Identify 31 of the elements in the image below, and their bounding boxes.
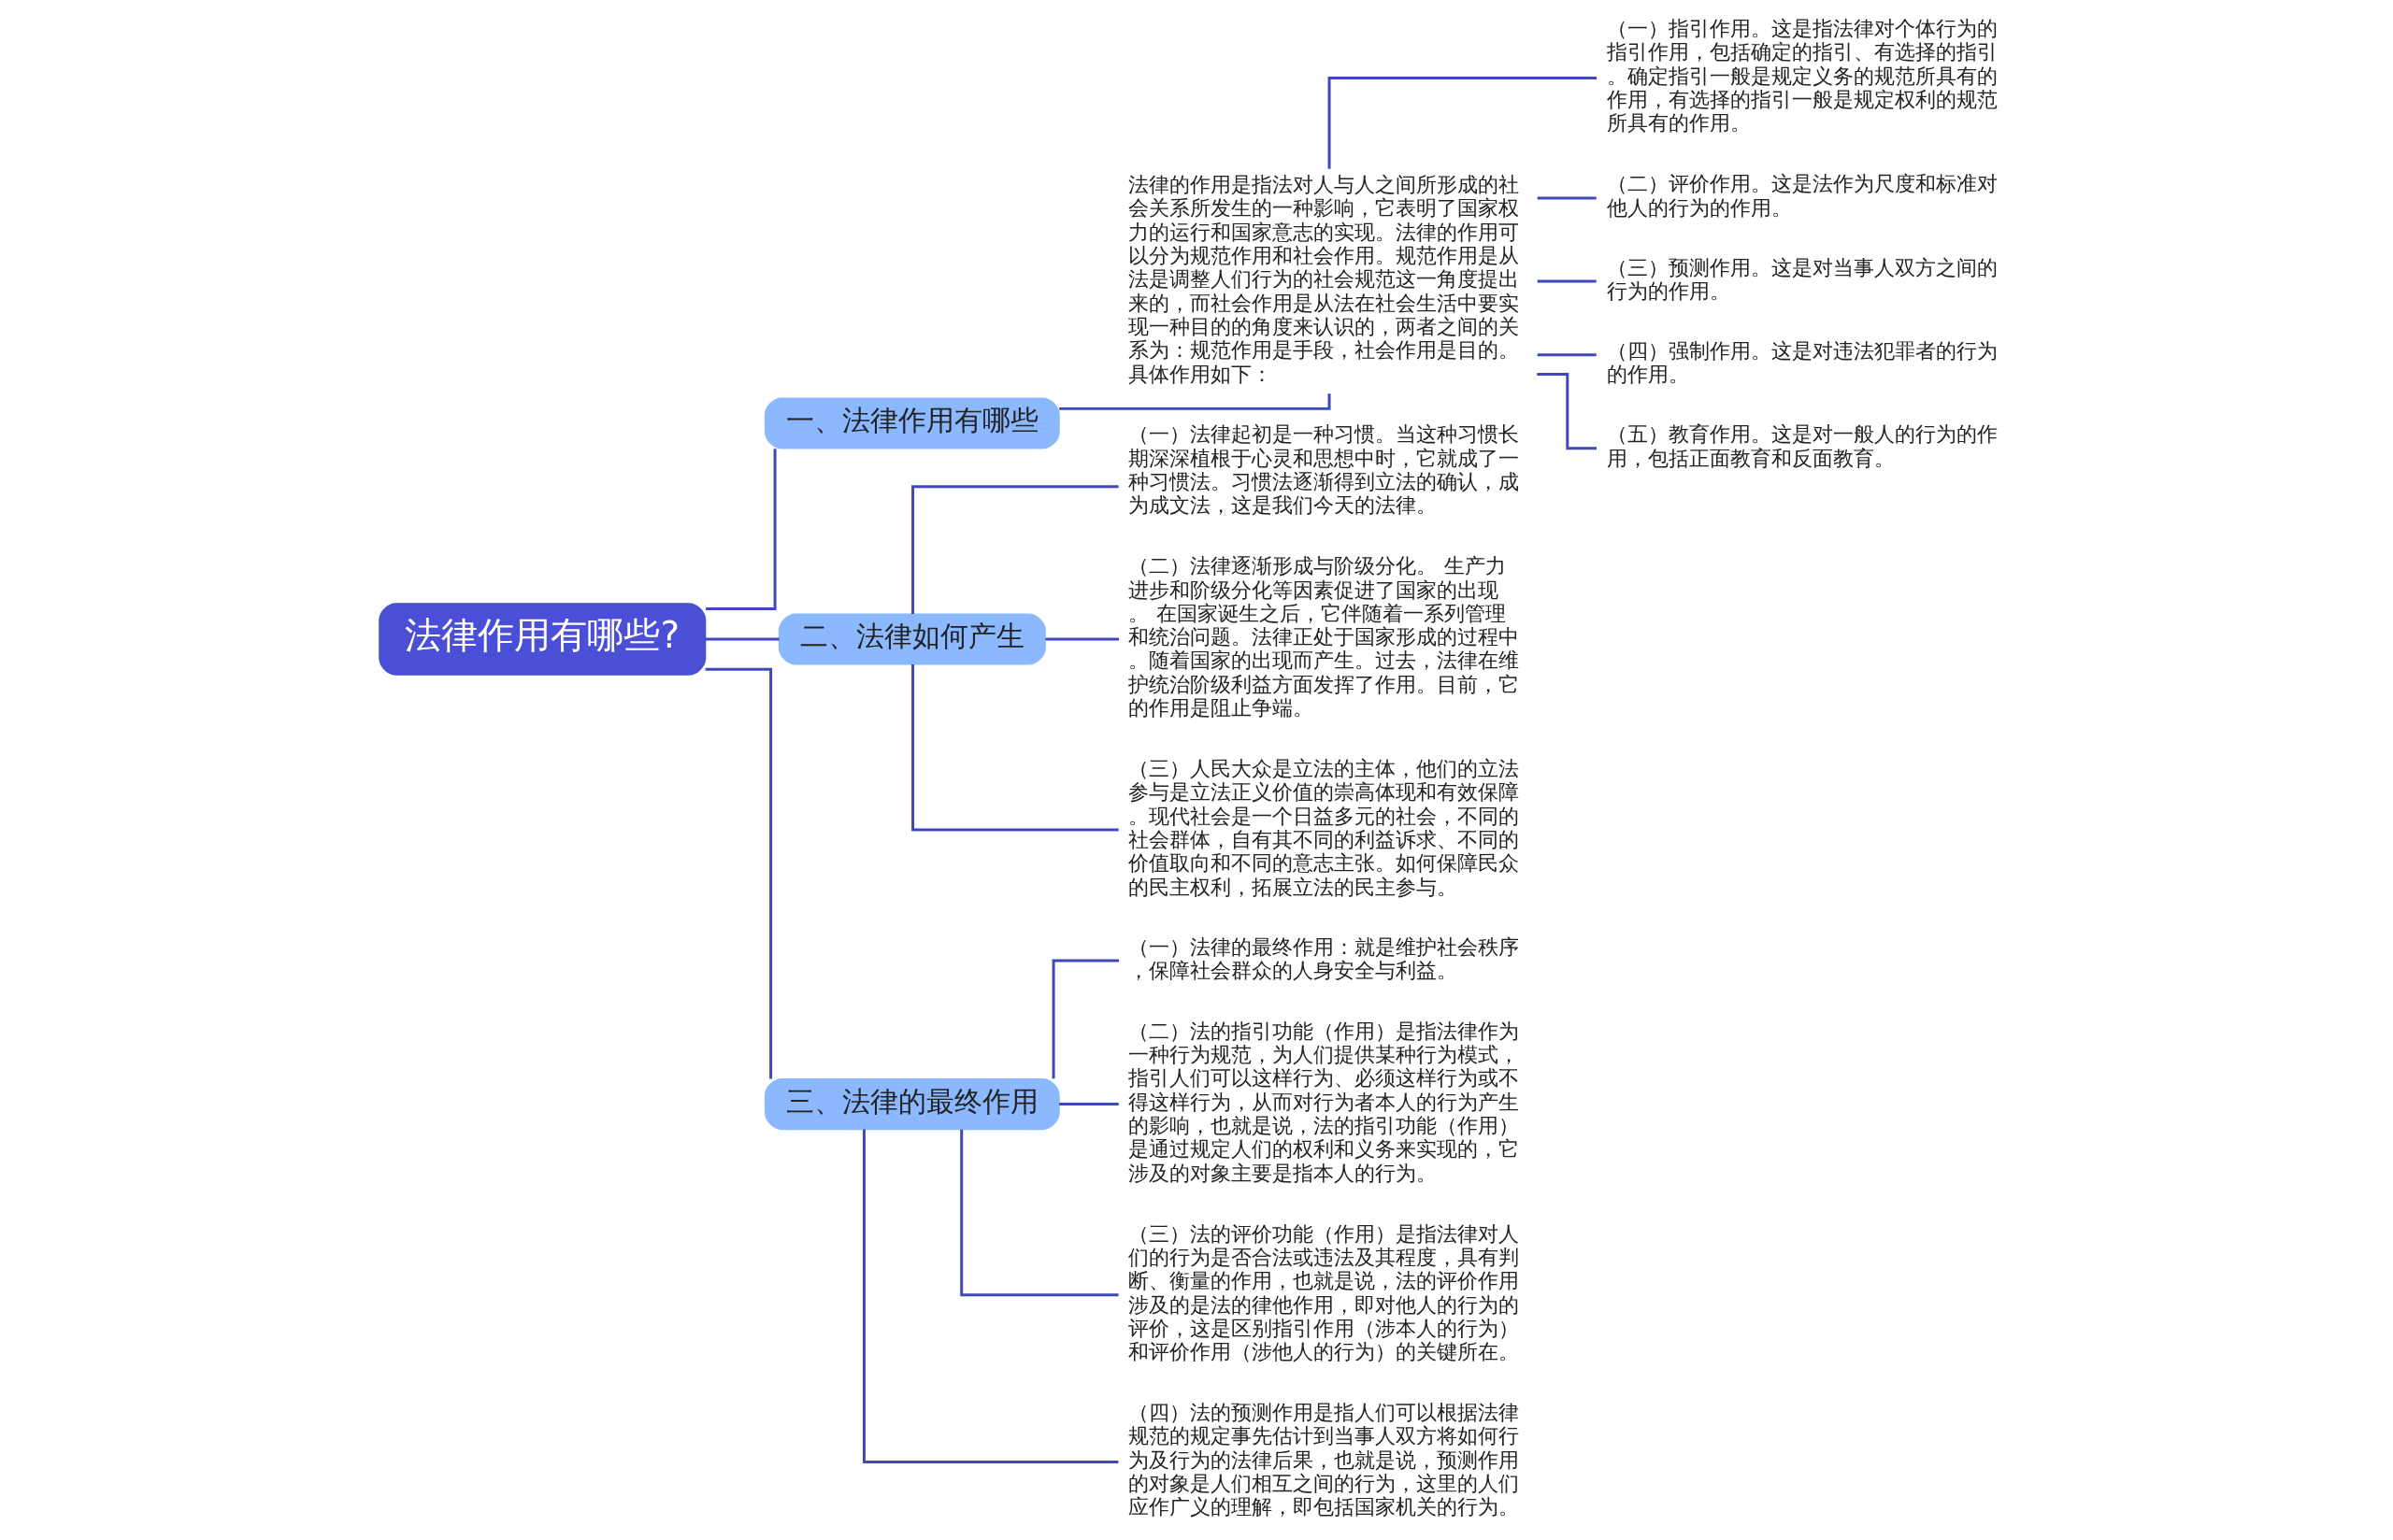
node-text: （三）预测作用。这是对当事人双方之间的行为的作用。 xyxy=(1606,254,1998,303)
node-text: （四）强制作用。这是对违法犯罪者的行为的作用。 xyxy=(1606,338,1998,387)
node-text: （四）法的预测作用是指人们可以根据法律规范的规定事先估计到当事人双方将如何行为及行为的法律后果，也就是说，预测作用的对象是人们相互之间的行为，这里的人们应作广义的理解，即包括国家机关的行为。 xyxy=(1128,1400,1519,1519)
node-text: （五）教育作用。这是对一般人的行为的作用，包括正面教育和反面教育。 xyxy=(1606,421,1998,470)
node-box: 法律作用有哪些? xyxy=(378,603,706,676)
connector xyxy=(1537,196,1597,200)
connector xyxy=(705,449,777,611)
connector xyxy=(1044,637,1119,641)
node-text: （一）法律起初是一种习惯。当这种习惯长期深深植根于心灵和思想中时，它就成了一种习惯法。习惯法逐渐得到立法的确认，成为成文法，这是我们今天的法律。 xyxy=(1128,421,1519,518)
connector xyxy=(959,1129,1119,1297)
connector xyxy=(1537,353,1597,357)
connector xyxy=(1537,279,1597,283)
node-text: 法律的作用是指法对人与人之间所形成的社会关系所发生的一种影响，它表明了国家权力的运行和国家意志的实现。法律的作用可以分为规范作用和社会作用。规范作用是从法是调整人们行为的社会规范这一角度提出来的，而社会作用是从法在社会生活中要实现一种目的的角度来认识的，两者之间的关系为：规范作用是手段，社会作用是目的。具体作用如下： xyxy=(1128,171,1519,386)
connector xyxy=(1327,77,1597,169)
connector xyxy=(1052,959,1119,1079)
node-text: （三）人民大众是立法的主体，他们的立法参与是立法正义价值的崇高体现和有效保障。现代社会是一个日益多元的社会，不同的社会群体，自有其不同的利益诉求、不同的价值取向和不同的意志主张。如何保障民众的民主权利，拓展立法的民主参与。 xyxy=(1128,755,1519,899)
connector xyxy=(705,667,772,1079)
connector xyxy=(705,637,780,641)
node-text: （一）法律的最终作用：就是维护社会秩序，保障社会群众的人身安全与利益。 xyxy=(1128,934,1519,982)
connector xyxy=(910,664,1119,832)
node-text: （二）法律逐渐形成与阶级分化。 生产力进步和阶级分化等因素促进了国家的出现。 在国家诞生之后，它伴随着一系列管理和统治问题。法律正处于国家形成的过程中。随着国家的出现而产生。过去，法律在维护统治阶级利益方面发挥了作用。目前，它的作用是阻止争端。 xyxy=(1128,553,1519,720)
node-text: （一）指引作用。这是指法律对个体行为的指引作用，包括确定的指引、有选择的指引。确定指引一般是规定义务的规范所具有的作用，有选择的指引一般是规定权利的规范所具有的作用。 xyxy=(1606,16,1998,135)
node-box: 一、法律作用有哪些 xyxy=(764,397,1060,449)
node-box: 二、法律如何产生 xyxy=(778,613,1046,665)
node-text: （三）法的评价功能（作用）是指法律对人们的行为是否合法或违法及其程度，具有判断、衡量的作用，也就是说，法的评价作用涉及的是法的律他作用，即对他人的行为的评价，这是区别指引作用（涉本人的行为）和评价作用（涉他人的行为）的关键所在。 xyxy=(1128,1220,1519,1364)
connector xyxy=(910,485,1119,614)
connector xyxy=(1058,1103,1119,1106)
connector xyxy=(862,1129,1118,1463)
node-box: 三、法律的最终作用 xyxy=(764,1078,1060,1131)
node-text: （二）评价作用。这是法作为尺度和标准对他人的行为的作用。 xyxy=(1606,171,1998,220)
node-text: （二）法的指引功能（作用）是指法律作为一种行为规范，为人们提供某种行为模式，指引人们可以这样行为、必须这样行为或不得这样行为，从而对行为者本人的行为产生的影响，也就是说，法的指引功能（作用）是通过规定人们的权利和义务来实现的，它涉及的对象主要是指本人的行为。 xyxy=(1128,1018,1519,1185)
